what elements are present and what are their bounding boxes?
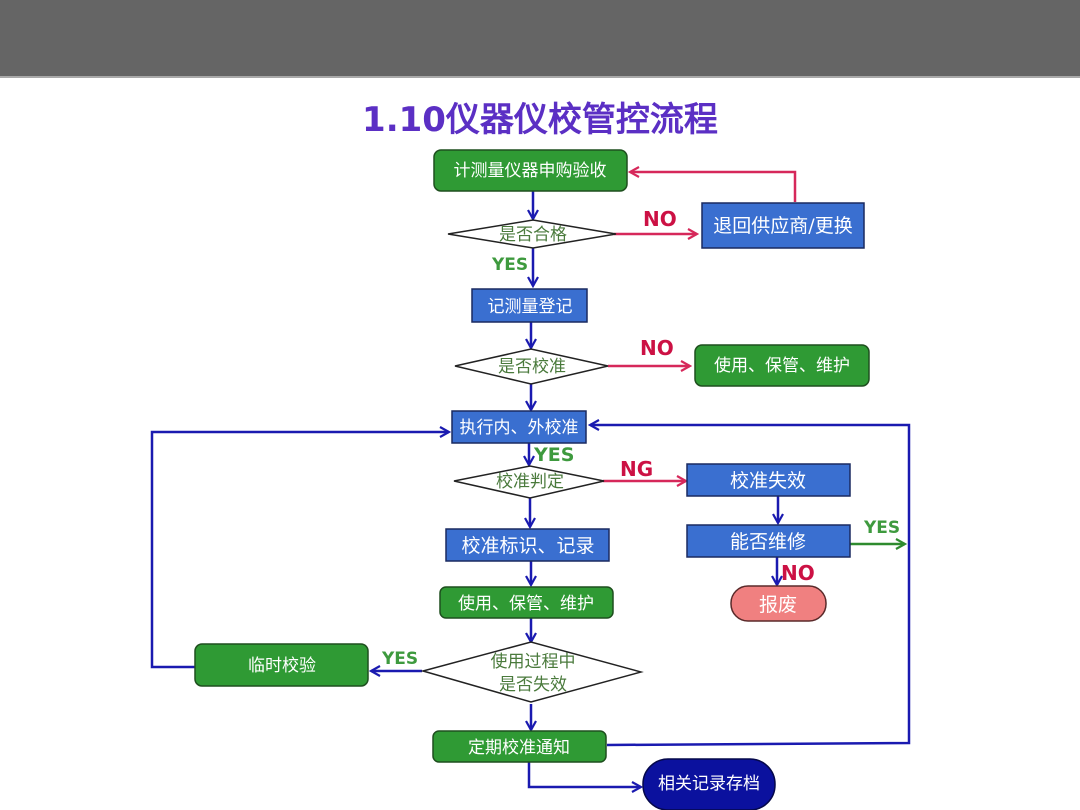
node-use-keep-maintain-a-label: 使用、保管、维护 (714, 355, 850, 376)
label-need-calibration-no: NO (640, 336, 674, 360)
arrow-return-to-purchase (630, 172, 797, 202)
decision-need-calibration: 是否校准 (454, 348, 609, 385)
decision-qualified-label: 是否合格 (499, 225, 567, 245)
label-qualified-yes: YES (491, 255, 528, 275)
decision-calibration-judgement-label: 校准判定 (496, 472, 564, 492)
node-scrap: 报废 (730, 585, 827, 622)
decision-failed-in-use-label-line2: 是否失效 (499, 675, 567, 695)
header-bar (0, 0, 1080, 78)
label-repair-yes: YES (863, 518, 900, 538)
decision-failed-in-use: 使用过程中 是否失效 (420, 641, 644, 703)
node-use-keep-maintain-a: 使用、保管、维护 (694, 344, 870, 387)
arrow-notice-to-execute (590, 425, 911, 747)
node-calibration-failed-label: 校准失效 (730, 470, 806, 492)
node-can-repair: 能否维修 (686, 524, 851, 558)
node-use-keep-maintain-b-label: 使用、保管、维护 (458, 593, 594, 614)
decision-calibration-judgement: 校准判定 (453, 465, 605, 499)
node-temporary-check: 临时校验 (194, 643, 369, 687)
node-calibration-failed: 校准失效 (686, 463, 851, 497)
node-register-label: 记测量登记 (488, 297, 573, 317)
node-execute-calibration: 执行内、外校准 (451, 410, 587, 444)
decision-need-calibration-label: 是否校准 (498, 357, 566, 377)
label-execute-yes: YES (533, 444, 574, 466)
node-calibration-label-record-label: 校准标识、记录 (461, 535, 594, 557)
node-return-supplier: 退回供应商/更换 (701, 202, 865, 249)
node-calibration-label-record: 校准标识、记录 (445, 528, 610, 562)
node-periodic-notice-label: 定期校准通知 (468, 738, 570, 758)
node-return-supplier-label: 退回供应商/更换 (713, 215, 852, 237)
node-purchase: 计测量仪器申购验收 (433, 149, 628, 192)
arrow-temporary-to-execute (150, 432, 449, 669)
arrow-notice-to-archive (527, 762, 641, 787)
node-periodic-notice: 定期校准通知 (432, 730, 607, 763)
node-scrap-label: 报废 (759, 594, 797, 616)
label-in-use-yes: YES (381, 649, 418, 669)
label-judgement-ng: NG (620, 457, 653, 481)
node-use-keep-maintain-b: 使用、保管、维护 (439, 586, 614, 619)
node-temporary-check-label: 临时校验 (248, 656, 316, 676)
decision-failed-in-use-label-line1: 使用过程中 (491, 651, 576, 672)
node-can-repair-label: 能否维修 (730, 531, 806, 553)
node-execute-calibration-label: 执行内、外校准 (460, 418, 579, 438)
label-repair-no: NO (781, 561, 815, 585)
decision-qualified: 是否合格 (447, 219, 617, 249)
node-register: 记测量登记 (471, 288, 588, 323)
node-archive-records-label: 相关记录存档 (658, 774, 760, 794)
node-purchase-label: 计测量仪器申购验收 (454, 161, 607, 181)
page-title: 1.10仪器仪校管控流程 (362, 100, 718, 140)
connectors (150, 172, 911, 787)
node-archive-records: 相关记录存档 (642, 758, 776, 810)
label-qualified-no: NO (643, 207, 677, 231)
